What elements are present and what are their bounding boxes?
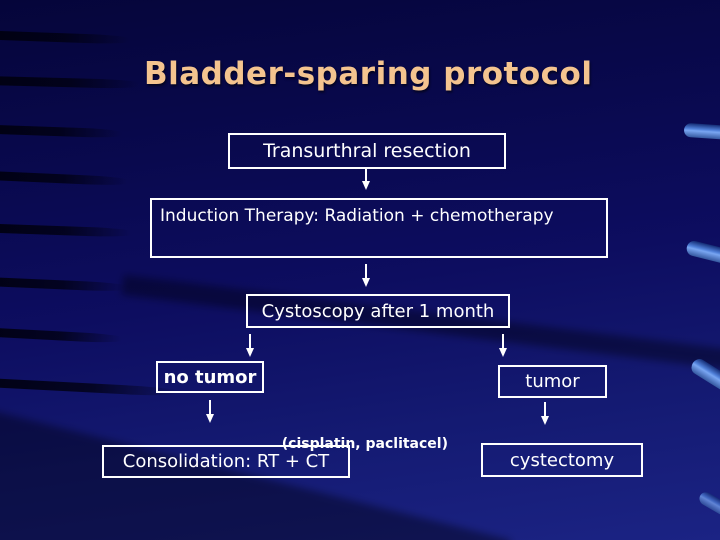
flow-box-consolidation: Consolidation: RT + CT: [102, 445, 350, 478]
flow-box-label: cystectomy: [509, 449, 615, 471]
flow-box-label: Consolidation: RT + CT: [122, 451, 330, 472]
background-stripe: [0, 124, 129, 139]
flow-box-label: tumor: [525, 371, 580, 392]
down-arrow-icon: [359, 167, 373, 191]
flow-box-cystectomy: cystectomy: [481, 443, 643, 477]
background-stripe: [0, 30, 137, 45]
flow-box-cystoscopy: Cystoscopy after 1 month: [246, 294, 510, 328]
background-stripe: [0, 170, 135, 187]
background-stripe: [0, 223, 139, 238]
down-arrow-icon: [243, 334, 257, 358]
flow-box-label: no tumor: [163, 366, 257, 388]
background-stripe: [0, 327, 129, 344]
background-stripe: [0, 75, 147, 90]
down-arrow-icon: [359, 264, 373, 288]
flow-box-induction-therapy: Induction Therapy: Radiation + chemother…: [150, 198, 608, 452]
background-stripe: [0, 276, 133, 293]
ribbon-accent: [683, 122, 720, 142]
down-arrow-icon: [496, 334, 510, 358]
down-arrow-icon: [538, 402, 552, 426]
down-arrow-icon: [203, 400, 217, 424]
flow-box-transurethral-resection: Transurthral resection: [228, 133, 506, 169]
flow-box-label: Induction Therapy: Radiation + chemother…: [160, 206, 554, 226]
flow-box-no-tumor: no tumor: [156, 361, 264, 393]
ribbon-accent: [697, 489, 720, 534]
flow-box-label: Transurthral resection: [263, 140, 471, 162]
flow-box-sublabel: (cisplatin, paclitacel): [281, 436, 448, 452]
ribbon-accent: [685, 239, 720, 270]
slide-title: Bladder-sparing protocol: [144, 56, 593, 92]
flow-box-tumor: tumor: [498, 365, 607, 398]
flow-box-label: Cystoscopy after 1 month: [261, 300, 495, 322]
